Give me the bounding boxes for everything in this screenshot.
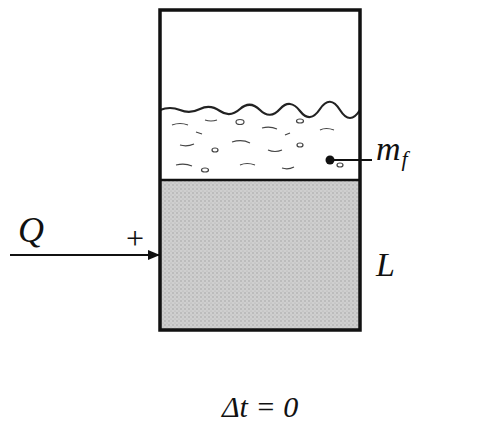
heat-arrow	[10, 254, 159, 256]
leader-line	[330, 159, 372, 161]
container	[160, 10, 360, 330]
foam-texture	[172, 119, 343, 172]
interface-line	[160, 179, 360, 182]
mass-subscript: f	[402, 148, 408, 170]
heat-label: Q	[18, 212, 44, 248]
caption: Δt = 0	[222, 392, 298, 422]
liquid-label: L	[376, 248, 395, 282]
mass-label: m	[376, 132, 401, 166]
foam-surface	[160, 102, 360, 118]
liquid-region	[160, 180, 360, 330]
sign-label: +	[126, 222, 144, 254]
